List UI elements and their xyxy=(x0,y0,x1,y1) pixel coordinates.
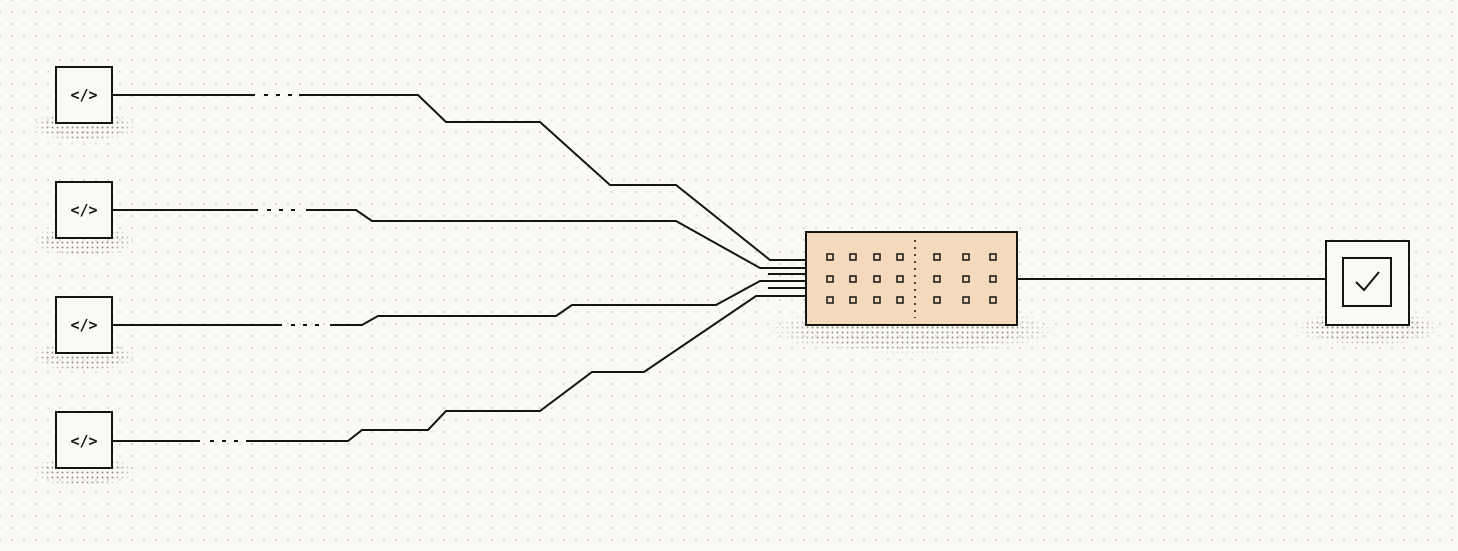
connector-4 xyxy=(112,295,806,442)
grid-cell xyxy=(873,275,881,283)
result-node xyxy=(1325,240,1410,326)
checkmark-icon xyxy=(1355,271,1380,292)
sources: </> </> </> </> xyxy=(55,66,113,469)
code-icon: </> xyxy=(70,316,97,334)
hub-node xyxy=(805,231,1018,326)
grid-squares-icon xyxy=(826,253,997,304)
grid-cell xyxy=(962,253,970,261)
grid-cell xyxy=(873,296,881,304)
hub-box xyxy=(805,231,1018,326)
shadows xyxy=(32,110,1440,487)
code-icon: </> xyxy=(70,432,97,450)
grid-cell xyxy=(989,275,997,283)
grid-cell xyxy=(933,253,941,261)
grid-cell xyxy=(849,253,857,261)
code-icon: </> xyxy=(70,201,97,219)
connector-3 xyxy=(112,280,806,326)
source-node: </> xyxy=(55,411,113,469)
connector-1 xyxy=(112,94,806,261)
grid-cell xyxy=(873,253,881,261)
grid-cell xyxy=(933,275,941,283)
grid-cell xyxy=(849,275,857,283)
grid-cell xyxy=(896,275,904,283)
connector-2 xyxy=(112,209,806,269)
grid-cell xyxy=(849,296,857,304)
grid-cell xyxy=(896,253,904,261)
source-node: </> xyxy=(55,181,113,239)
grid-cell xyxy=(896,296,904,304)
grid-cell xyxy=(962,275,970,283)
source-box xyxy=(55,66,113,124)
code-icon: </> xyxy=(70,86,97,104)
source-box xyxy=(55,411,113,469)
source-node: </> xyxy=(55,66,113,124)
grid-cell xyxy=(989,296,997,304)
result-inner-box xyxy=(1342,257,1392,307)
grid-cell xyxy=(826,253,834,261)
grid-cell xyxy=(826,275,834,283)
source-box xyxy=(55,296,113,354)
source-node: </> xyxy=(55,296,113,354)
grid-cell xyxy=(826,296,834,304)
grid-cell xyxy=(933,296,941,304)
grid-cell xyxy=(989,253,997,261)
connectors xyxy=(112,94,1326,442)
source-box xyxy=(55,181,113,239)
grid-cell xyxy=(962,296,970,304)
